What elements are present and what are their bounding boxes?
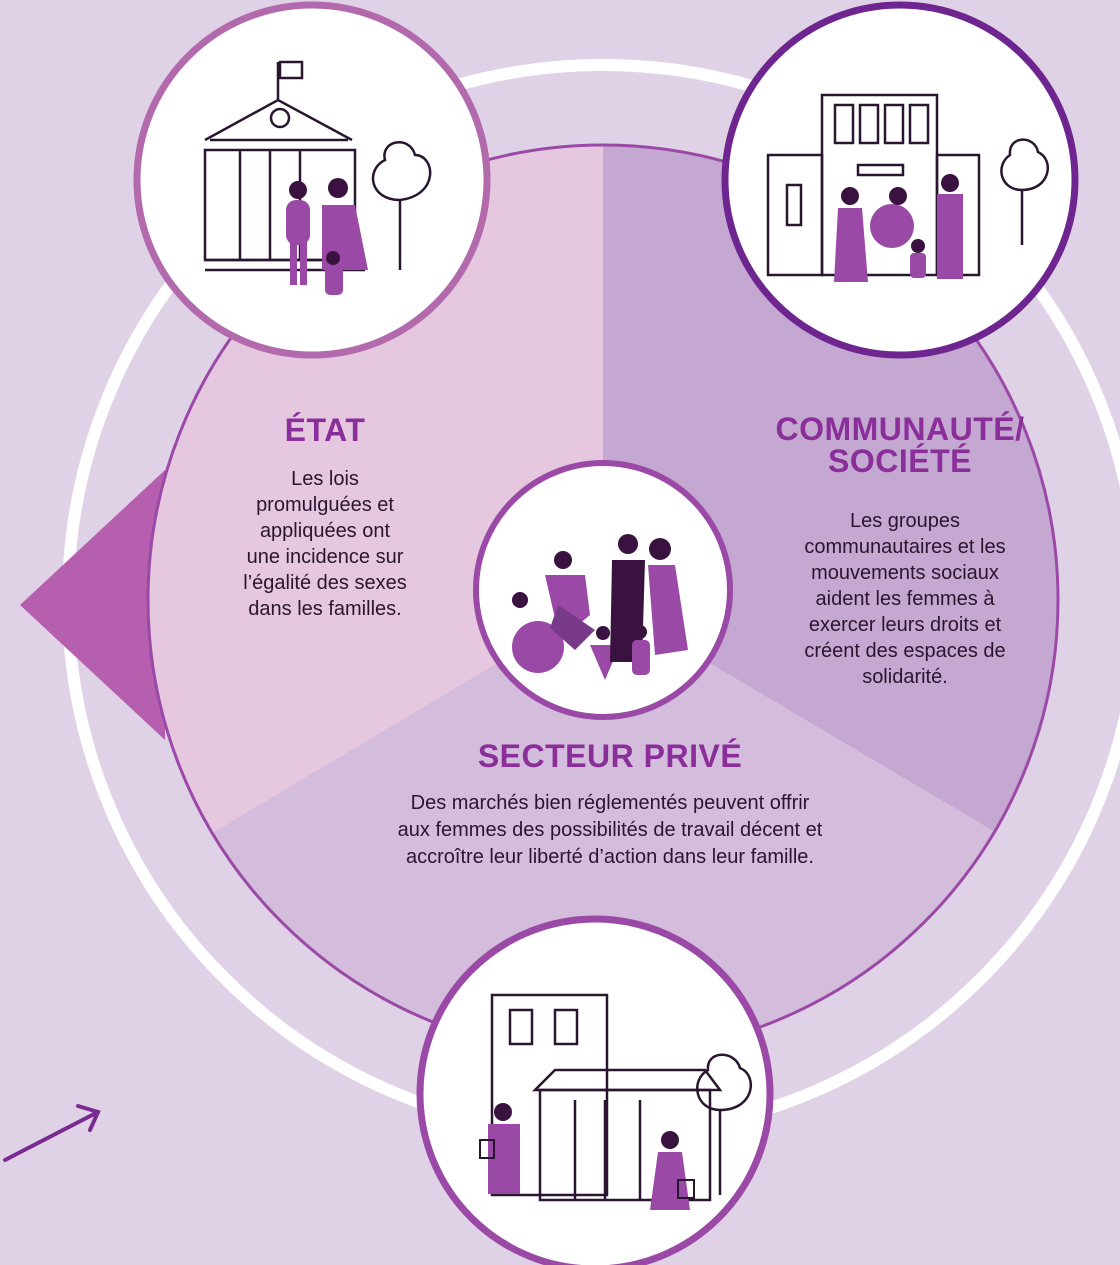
etat-line: appliquées ont (259, 520, 391, 542)
pointer-triangle (20, 470, 165, 740)
sector-prive-title: SECTEUR PRIVÉ (477, 738, 743, 774)
etat-line: dans les familles. (248, 598, 402, 620)
shop-building-icon (416, 915, 774, 1265)
communaute-line: exercer leurs droits et (808, 614, 1002, 636)
sector-etat-title: ÉTAT (284, 412, 366, 448)
communaute-line: aident les femmes à (815, 588, 995, 610)
women-group-icon (473, 460, 733, 720)
government-building-icon (133, 1, 491, 359)
etat-line: une incidence sur (246, 546, 404, 568)
communaute-title-line: COMMUNAUTÉ/ (775, 411, 1025, 447)
etat-line: l’égalité des sexes (243, 572, 407, 594)
sector-etat-text: Les lois promulguées et appliquées ont u… (210, 466, 440, 622)
communaute-line: solidarité. (862, 666, 948, 688)
etat-line: Les lois (291, 468, 359, 490)
communaute-title-line: SOCIÉTÉ (828, 443, 972, 479)
sector-prive-text: Des marchés bien réglementés peuvent off… (300, 790, 920, 871)
communaute-line: Les groupes (849, 510, 961, 532)
communaute-line: créent des espaces de (804, 640, 1006, 662)
sector-communaute-title: COMMUNAUTÉ/ SOCIÉTÉ (740, 413, 1060, 477)
arrow-up-right-icon (3, 1104, 101, 1162)
communaute-line: communautaires et les (804, 536, 1006, 558)
sector-communaute-text: Les groupes communautaires et les mouvem… (740, 508, 1070, 690)
prive-line: accroître leur liberté d’action dans leu… (406, 846, 814, 868)
etat-line: promulguées et (256, 494, 394, 516)
prive-line: aux femmes des possibilités de travail d… (397, 819, 823, 841)
communaute-line: mouvements sociaux (811, 562, 999, 584)
prive-line: Des marchés bien réglementés peuvent off… (410, 792, 810, 814)
community-building-icon (721, 1, 1079, 359)
